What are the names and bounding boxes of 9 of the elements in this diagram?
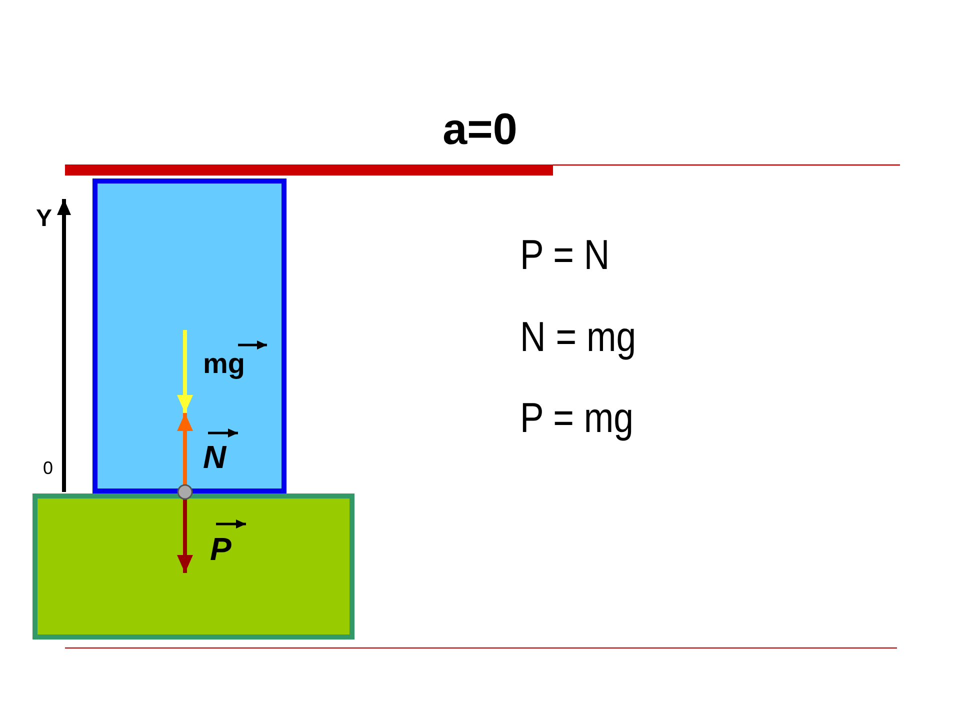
axis-label: Y [36, 207, 52, 231]
title: a=0 [442, 105, 518, 154]
equation: N = mg [520, 316, 636, 358]
equation: P = mg [520, 397, 634, 439]
force-label: P [210, 533, 232, 565]
axis-label: 0 [43, 459, 54, 477]
force-label: mg [203, 350, 245, 378]
equation: P = N [520, 234, 610, 276]
force-label: N [203, 441, 226, 473]
